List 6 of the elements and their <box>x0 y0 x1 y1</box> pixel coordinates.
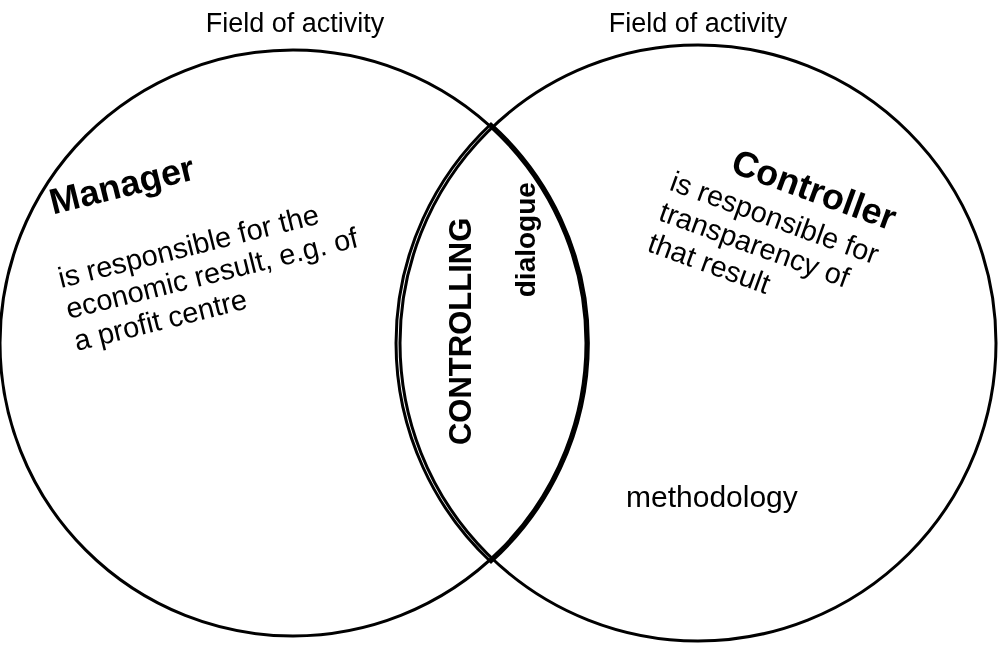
method-label: methodology <box>626 480 798 514</box>
circle-heading: Field of activity <box>608 8 788 39</box>
circle-heading: Field of activity <box>205 8 385 39</box>
role-title: Manager <box>45 147 199 223</box>
overlap-subtitle: dialogue <box>509 182 542 298</box>
overlap-title: CONTROLLING <box>444 217 479 445</box>
